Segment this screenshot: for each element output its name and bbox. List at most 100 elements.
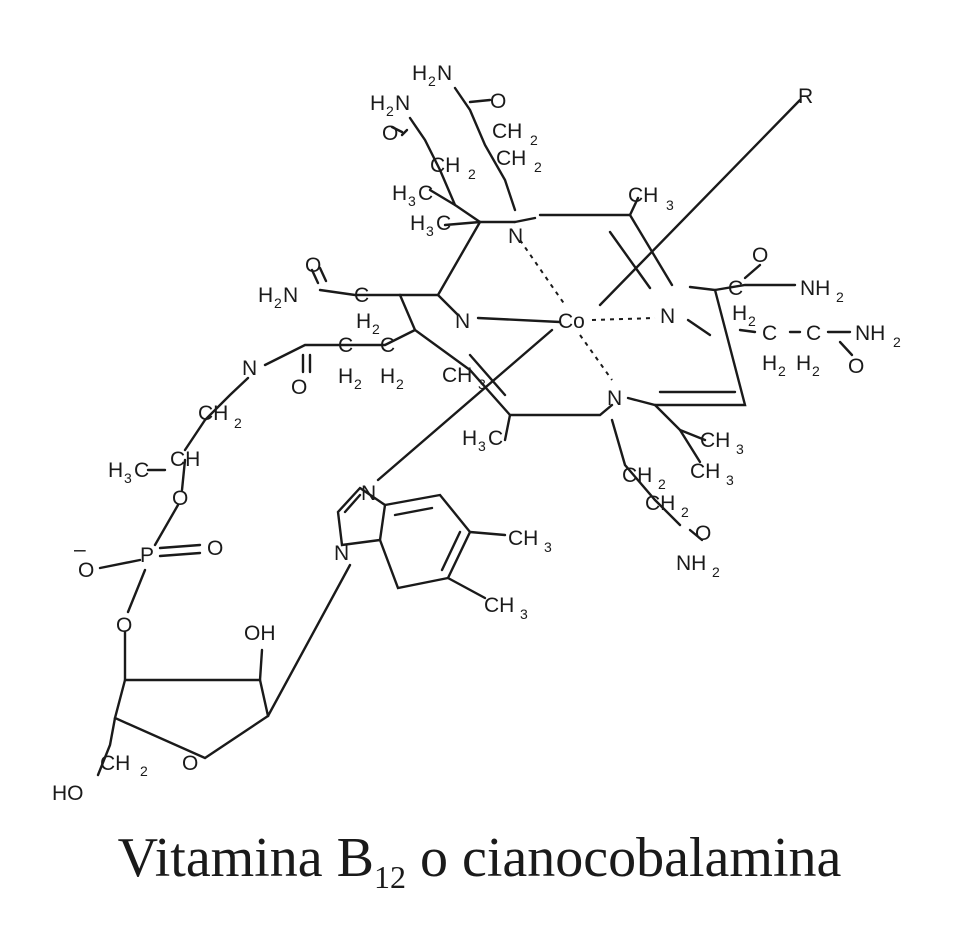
- caption-subscript: 12: [374, 859, 406, 895]
- bond-lines: [96, 86, 854, 777]
- atom-labels: Co R N N N N N N N P O – O O O O OH HO C…: [52, 62, 901, 805]
- o-double: O: [207, 537, 223, 560]
- coordination-bonds: [519, 239, 656, 381]
- o-top-a: O: [490, 90, 506, 113]
- sub-ch3-bottom-a: 3: [736, 441, 744, 457]
- n-top-label: N: [508, 225, 523, 248]
- ch-propanol: CH: [170, 448, 200, 471]
- h2n-left-n: N: [283, 284, 298, 307]
- n-right-label: N: [660, 305, 675, 328]
- sub-h2-right-2: 2: [778, 363, 786, 379]
- h2-chain-1: H: [338, 365, 353, 388]
- n-left-label: N: [455, 310, 470, 333]
- cobalt-label: Co: [558, 310, 585, 333]
- sub-ch2-bottom-a: 2: [658, 476, 666, 492]
- ch2-bottom-a: CH: [622, 464, 652, 487]
- o-right-b: O: [848, 355, 864, 378]
- caption-text-start: Vitamina B: [117, 827, 374, 889]
- sub-h2n-top-b: 2: [386, 103, 394, 119]
- sub-ch2-bottom-b: 2: [681, 504, 689, 520]
- h2n-top-a: H: [412, 62, 427, 85]
- h2n-top-b-n: N: [395, 92, 410, 115]
- sub-ch2-propanol: 2: [234, 415, 242, 431]
- h3c-top-b: H: [410, 212, 425, 235]
- o-ring: O: [182, 752, 198, 775]
- amide-n-label: N: [242, 357, 257, 380]
- sub-h3c-bottom-left: 3: [478, 438, 486, 454]
- sub-h2-right-1: 2: [748, 313, 756, 329]
- amide-c-left: C: [354, 284, 369, 307]
- sub-h3c-propanol: 3: [124, 470, 132, 486]
- sub-ch3-bottom-b: 3: [726, 472, 734, 488]
- h2n-top-a-n: N: [437, 62, 452, 85]
- h2-right-1: H: [732, 302, 747, 325]
- r-group-label: R: [798, 85, 813, 108]
- h3c-propanol: H: [108, 459, 123, 482]
- h3c-bottom-left: H: [462, 427, 477, 450]
- ch3-benzene-b: CH: [484, 594, 514, 617]
- ch2-top-c: CH: [496, 147, 526, 170]
- o-ester-lower: O: [116, 614, 132, 637]
- sub-h2-chain-3: 2: [372, 321, 380, 337]
- h2-chain-3: H: [356, 310, 371, 333]
- h3c-propanol-c: C: [134, 459, 149, 482]
- phosphorus-label: P: [140, 544, 154, 567]
- n-bottom-label: N: [607, 387, 622, 410]
- sub-nh2-bottom: 2: [712, 564, 720, 580]
- sub-nh2-right-a: 2: [836, 289, 844, 305]
- h3c-top-b-c: C: [436, 212, 451, 235]
- c-right-b2: C: [806, 322, 821, 345]
- vitamin-b12-structure: Co R N N N N N N N P O – O O O O OH HO C…: [52, 62, 901, 805]
- amide-o-chain: O: [291, 376, 307, 399]
- sub-ch3-center: 3: [478, 376, 486, 392]
- sub-ch2-top-b: 2: [468, 166, 476, 182]
- sub-nh2-right-b: 2: [893, 334, 901, 350]
- nh2-right-a: NH: [800, 277, 830, 300]
- sub-h2n-top-a: 2: [428, 73, 436, 89]
- ch2-top-a: CH: [492, 120, 522, 143]
- h3c-top-a-c: C: [418, 182, 433, 205]
- sub-ch2-ribose: 2: [140, 763, 148, 779]
- o-ester-upper: O: [172, 487, 188, 510]
- o-right-a: O: [752, 244, 768, 267]
- ch2-bottom-b: CH: [645, 492, 675, 515]
- h3c-top-a: H: [392, 182, 407, 205]
- ch2-propanol: CH: [198, 402, 228, 425]
- nh2-right-b: NH: [855, 322, 885, 345]
- nh2-bottom: NH: [676, 552, 706, 575]
- sub-ch3-top-right: 3: [666, 197, 674, 213]
- ch3-bottom-a: CH: [700, 429, 730, 452]
- c-chain-1: C: [338, 334, 353, 357]
- h2-chain-2: H: [380, 365, 395, 388]
- ch3-center: CH: [442, 364, 472, 387]
- h2-right-2: H: [762, 352, 777, 375]
- benzimidazole-n-top: N: [361, 482, 376, 505]
- sub-h2-right-3: 2: [812, 363, 820, 379]
- ch2-top-b: CH: [430, 154, 460, 177]
- ho-ribose: HO: [52, 782, 84, 805]
- minus-sign: –: [74, 538, 86, 561]
- h3c-bottom-left-c: C: [488, 427, 503, 450]
- c-chain-2: C: [380, 334, 395, 357]
- h2n-top-b: H: [370, 92, 385, 115]
- caption-text-end: o cianocobalamina: [406, 827, 842, 889]
- o-bottom: O: [695, 522, 711, 545]
- o-top-b: O: [382, 122, 398, 145]
- sub-ch3-benzene-b: 3: [520, 606, 528, 622]
- c-right-b1: C: [762, 322, 777, 345]
- sub-ch2-top-a: 2: [530, 132, 538, 148]
- figure-caption: Vitamina B12 o cianocobalamina: [0, 830, 959, 893]
- amide-o-left: O: [305, 254, 321, 277]
- o-minus-label: O: [78, 559, 94, 582]
- sub-h2-chain-2: 2: [396, 376, 404, 392]
- ch3-top-right: CH: [628, 184, 658, 207]
- oh-ribose: OH: [244, 622, 276, 645]
- sub-h3c-top-a: 3: [408, 193, 416, 209]
- ch3-bottom-b: CH: [690, 460, 720, 483]
- sub-h2-chain-1: 2: [354, 376, 362, 392]
- sub-ch2-top-c: 2: [534, 159, 542, 175]
- h2n-left: H: [258, 284, 273, 307]
- c-right-a: C: [728, 277, 743, 300]
- ch2-ribose: CH: [100, 752, 130, 775]
- sub-ch3-benzene-a: 3: [544, 539, 552, 555]
